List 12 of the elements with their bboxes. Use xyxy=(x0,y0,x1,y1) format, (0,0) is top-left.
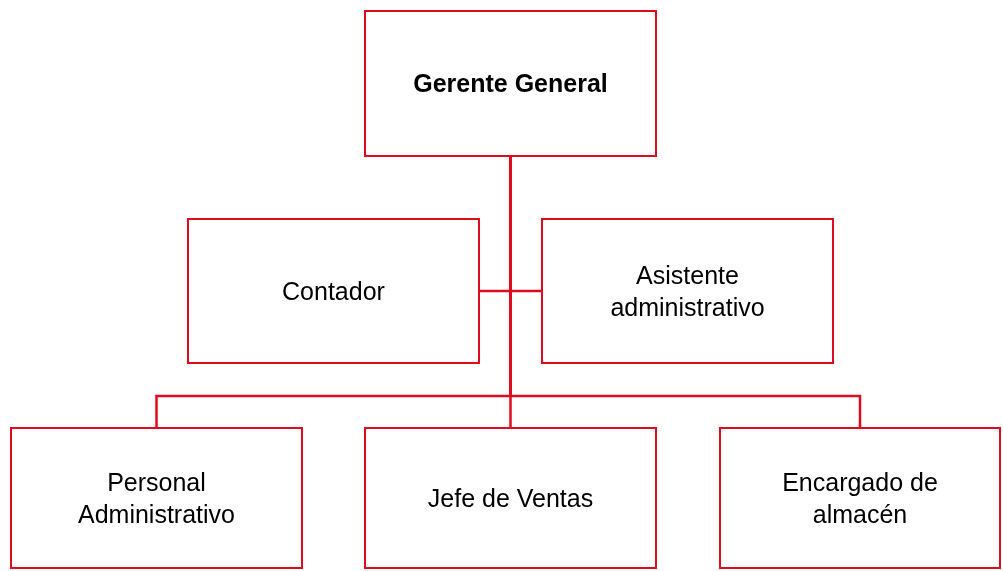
role-title: Personal Administrativo xyxy=(77,466,236,530)
role-title: Encargado de almacén xyxy=(781,466,939,530)
role-title: Gerente General xyxy=(412,68,609,100)
org-box xyxy=(719,427,1001,569)
org-box xyxy=(364,10,657,157)
role-title: Contador xyxy=(281,275,386,307)
role-title: Asistente administrativo xyxy=(609,259,766,323)
role-title: Jefe de Ventas xyxy=(426,482,595,514)
org-box xyxy=(10,427,303,569)
org-box xyxy=(364,427,657,569)
org-box xyxy=(187,218,480,364)
org-box xyxy=(541,218,834,364)
